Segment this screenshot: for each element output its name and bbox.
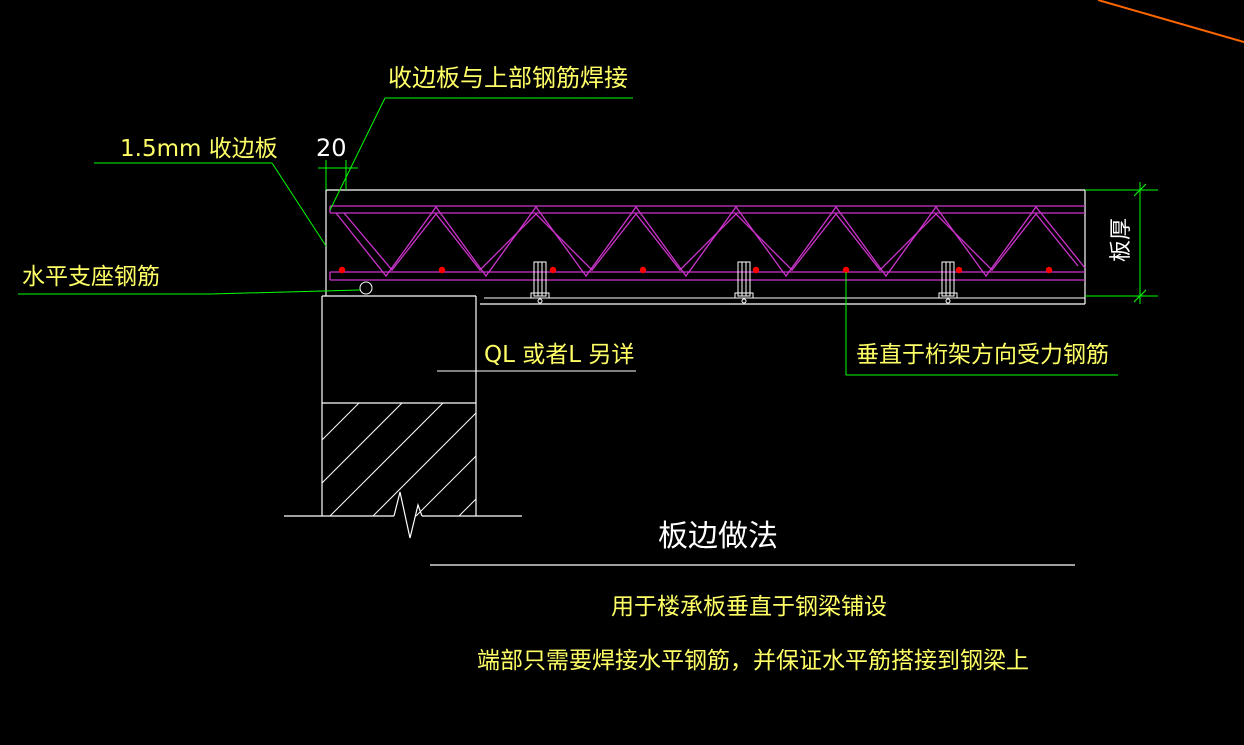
- rebar-dot-icon: [955, 266, 963, 274]
- edge-plate-label: 1.5mm 收边板: [120, 136, 278, 162]
- rebar-dot-icon: [1045, 266, 1053, 274]
- rebar-dots: [338, 266, 1053, 274]
- weld-note-label: 收边板与上部钢筋焊接: [388, 64, 628, 92]
- perpendicular-rebar-label: 垂直于桁架方向受力钢筋: [856, 342, 1109, 368]
- horizontal-support-label: 水平支座钢筋: [22, 264, 160, 290]
- stud-connectors: [530, 261, 958, 304]
- break-symbol-icon: [393, 491, 423, 539]
- rebar-dot-icon: [549, 266, 557, 274]
- note-line-2: 端部只需要焊接水平钢筋，并保证水平筋搭接到钢梁上: [477, 648, 1029, 674]
- beam-note-label: QL 或者L 另详: [484, 342, 634, 368]
- accent-line: [1097, 0, 1244, 43]
- page-title: 板边做法: [658, 519, 778, 554]
- rebar-dot-icon: [842, 266, 850, 274]
- leader-lines: [18, 97, 1118, 376]
- slab-thickness-label: 板厚: [1109, 218, 1134, 262]
- support-beam: [284, 295, 522, 517]
- rebar-dot-icon: [438, 266, 446, 274]
- slab-outline: [325, 189, 1086, 305]
- truss-web: [335, 205, 1086, 278]
- stud-connector-icon: [530, 261, 550, 304]
- stud-connector-icon: [938, 261, 958, 304]
- rebar-dot-icon: [639, 266, 647, 274]
- horizontal-support-rebar: [359, 281, 373, 295]
- note-line-1: 用于楼承板垂直于钢梁铺设: [611, 594, 887, 620]
- dimension-20-label: 20: [316, 134, 347, 162]
- rebar-dot-icon: [338, 266, 346, 274]
- beam-hatching: [321, 402, 477, 517]
- rebar-dot-icon: [752, 266, 760, 274]
- thickness-dimension: [1085, 182, 1158, 304]
- stud-connector-icon: [734, 261, 754, 304]
